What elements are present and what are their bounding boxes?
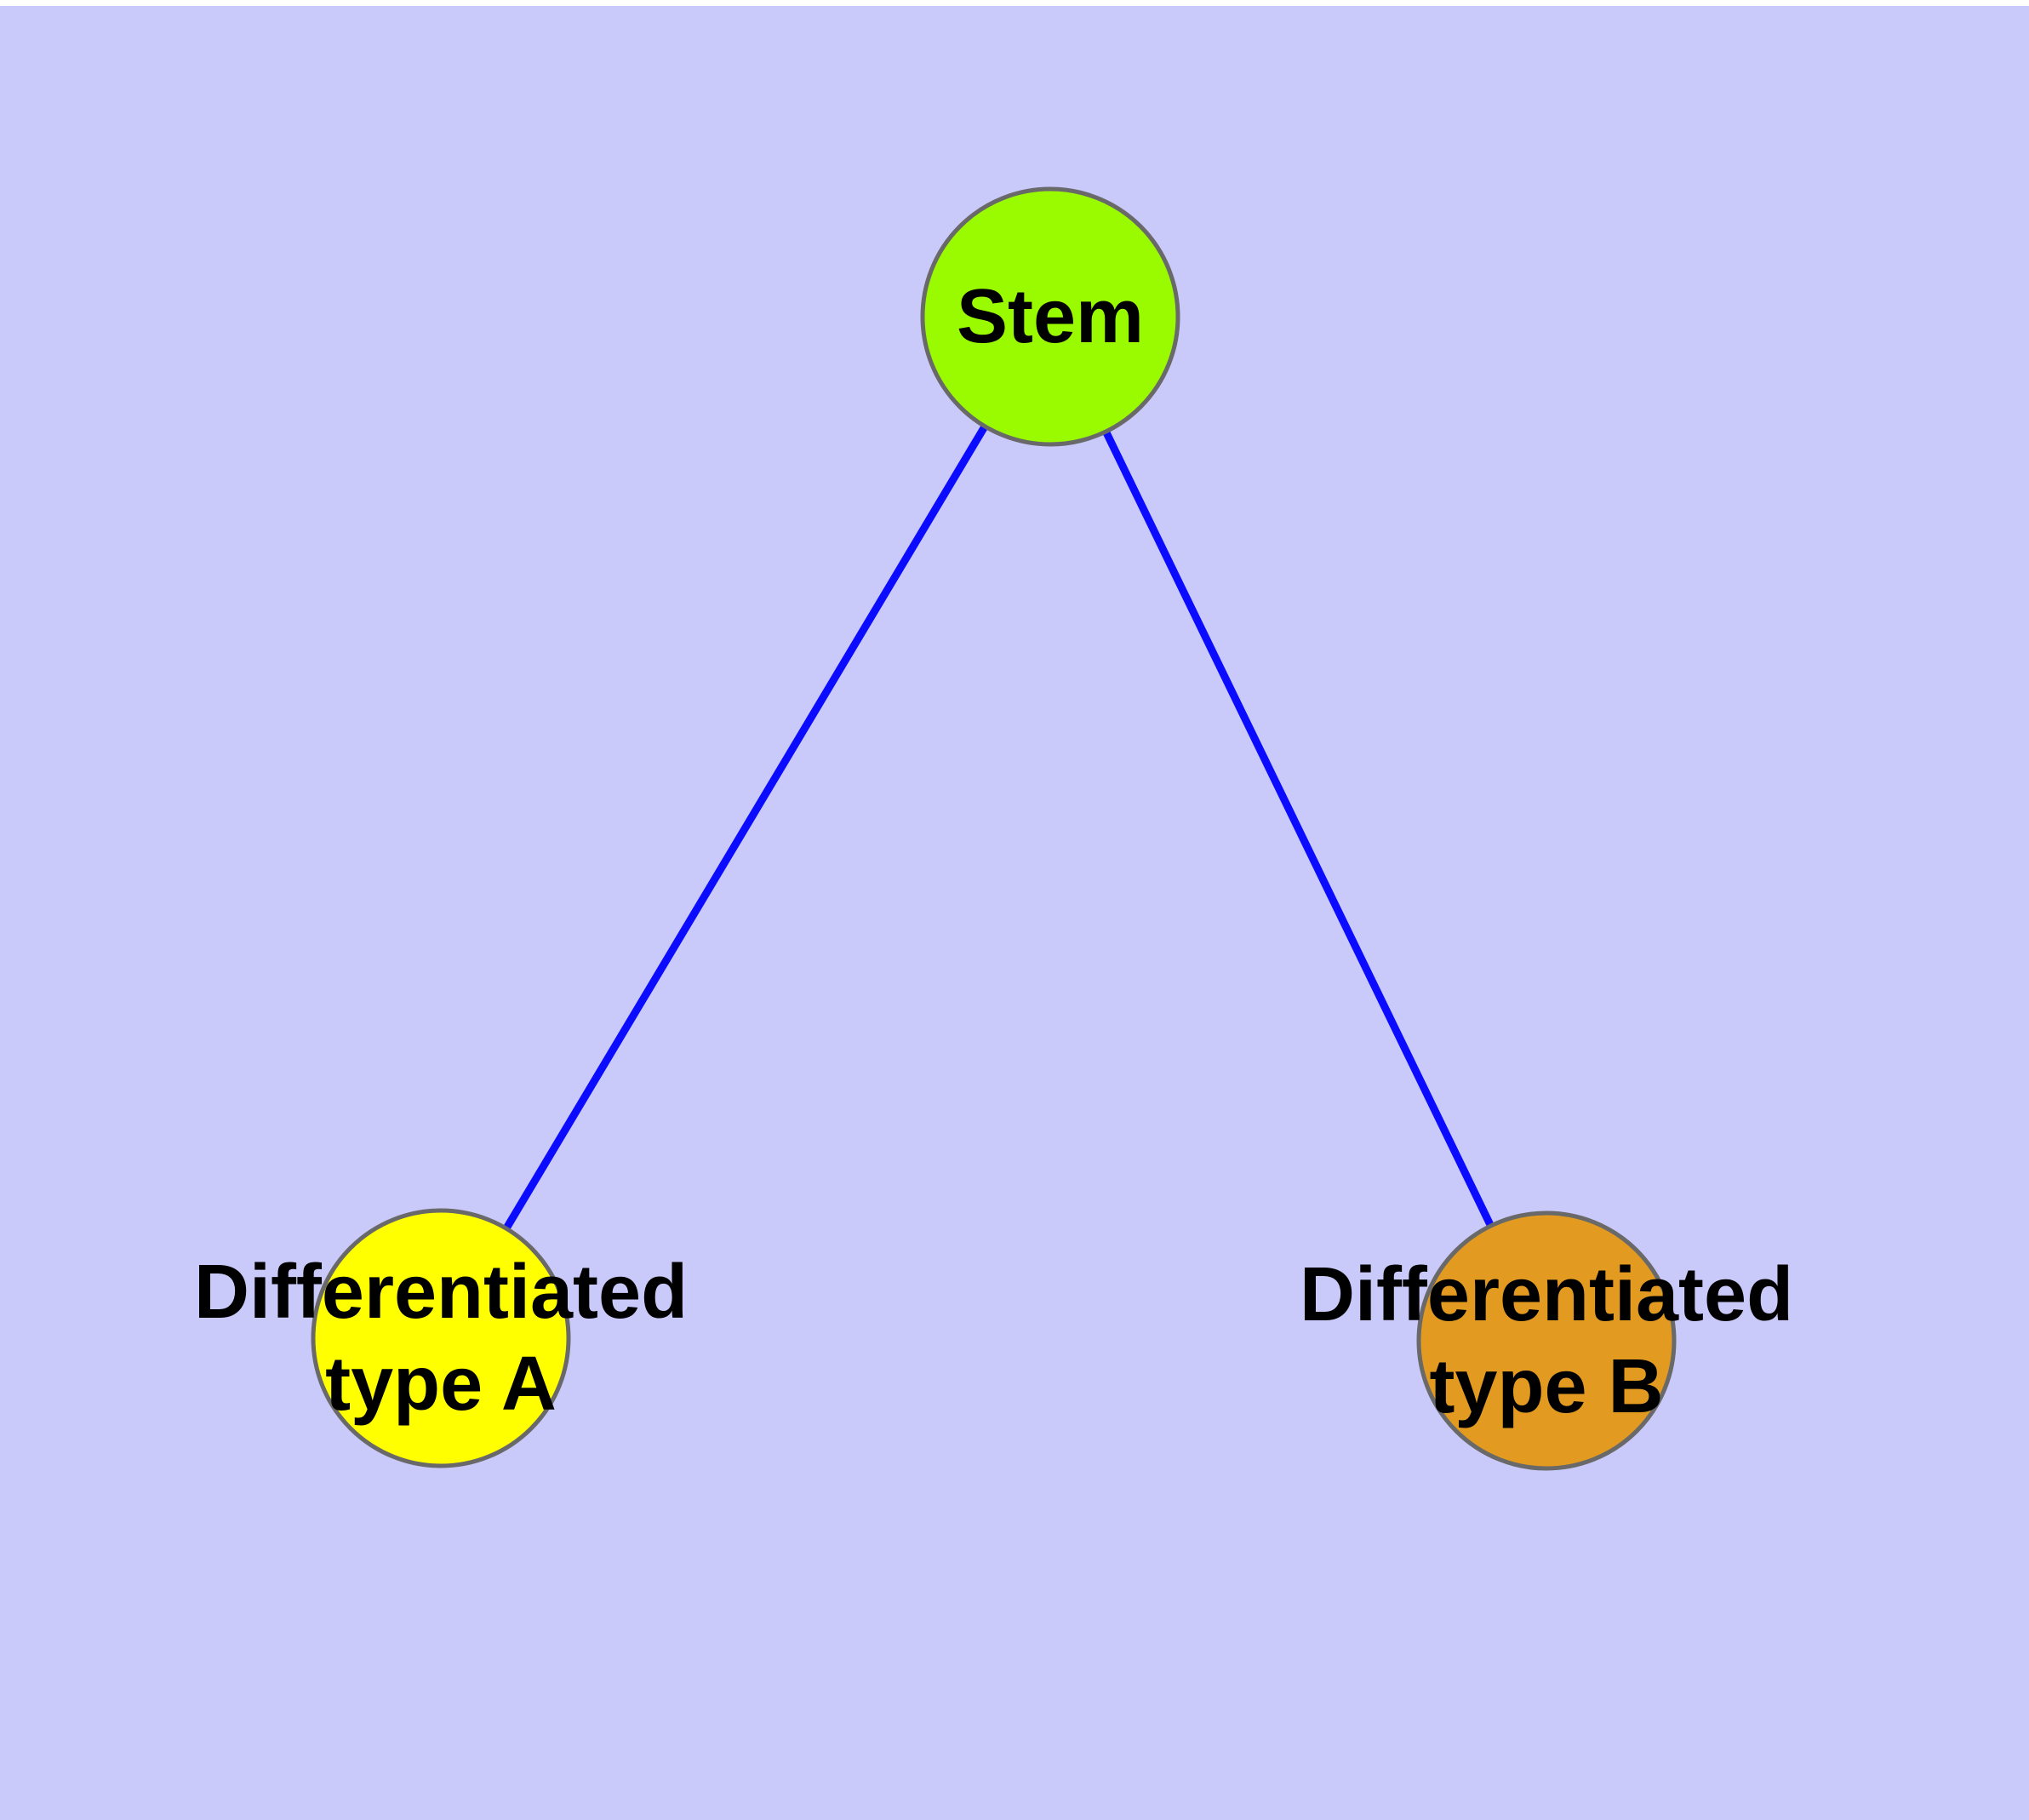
node-circle-type-b[interactable] (1416, 1210, 1677, 1471)
node-label-line: Stem (956, 274, 1145, 359)
node-label-line: Differentiated (1299, 1252, 1794, 1337)
node-circle-type-a[interactable] (311, 1208, 571, 1468)
node-label-type-a: Differentiated type A (194, 1246, 688, 1430)
node-label-type-b: Differentiated type B (1300, 1249, 1793, 1433)
edge-stem-to-type-b (1046, 315, 1551, 1342)
node-label-line: type B (1429, 1344, 1664, 1429)
node-label-line: type A (325, 1342, 557, 1427)
node-circle-stem[interactable] (920, 186, 1180, 447)
edge-stem-to-type-a (437, 314, 1054, 1341)
node-label-line: Differentiated (193, 1250, 689, 1335)
node-label-stem: Stem (957, 271, 1144, 363)
